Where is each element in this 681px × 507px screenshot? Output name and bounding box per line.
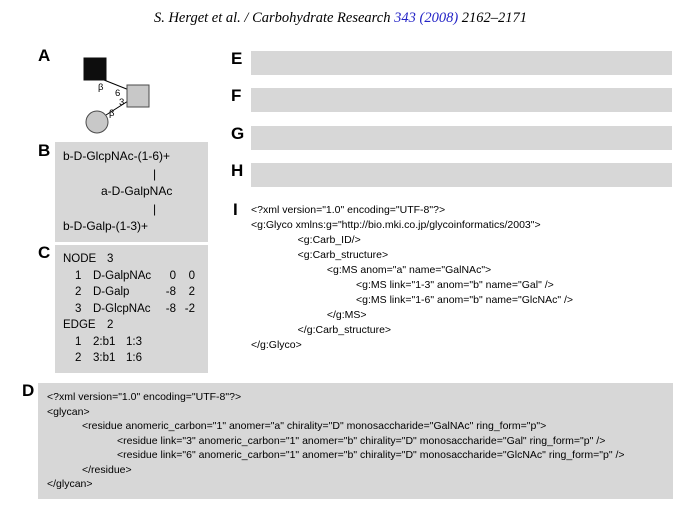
- bottom-anomer-label: β: [109, 108, 115, 119]
- edge-from: 2:b1: [93, 335, 116, 348]
- citation-prefix: S. Herget et al. / Carbohydrate Research: [153, 10, 391, 26]
- node-x: 0: [169, 269, 176, 282]
- kcf-edge-row: 2 3:b1 1:6: [63, 350, 200, 367]
- edge-to: 1:3: [126, 335, 142, 348]
- kcf-node-row: 3 D-GlcpNAc -8 -2: [63, 301, 200, 318]
- edge-index: 2: [75, 352, 82, 364]
- kcf-node-row: 2 D-Galp -8 2: [63, 284, 200, 301]
- galnac-square-icon: [126, 84, 150, 108]
- glycoml-xml-code: <?xml version="1.0" encoding="UTF-8"?> <…: [251, 204, 574, 351]
- panel-a-label: A: [38, 46, 51, 65]
- glycan-symbol-diagram: β 6 β 3: [83, 57, 150, 134]
- linucs-tree-line: b-D-Galp-(1-3)+: [63, 219, 149, 233]
- panel-e-box: Ab3(GNb6)ANa: [251, 51, 672, 75]
- node-index: 1: [75, 269, 82, 282]
- panel-h-label: H: [231, 161, 244, 180]
- panel-f-label: F: [231, 86, 242, 105]
- kcf-node-header: NODE 3: [63, 251, 200, 268]
- node-y: -2: [184, 302, 195, 315]
- node-index: 2: [75, 286, 82, 298]
- node-y: 0: [188, 269, 195, 282]
- edge-to: 1:6: [126, 352, 142, 364]
- node-x: -8: [165, 302, 176, 315]
- edge-index: 1: [75, 335, 82, 348]
- panel-d-label: D: [22, 381, 35, 400]
- node-residue: D-Galp: [93, 286, 130, 298]
- citation-pages: 2162–2171: [461, 10, 528, 26]
- kcf-edge-count: 2: [107, 319, 114, 331]
- panel-b-box: b-D-GlcpNAc-(1-6)+ | a-D-GalpNAc | b-D-G…: [55, 142, 208, 242]
- bottom-linkage-label: 3: [119, 97, 124, 108]
- kcf-node-keyword: NODE: [63, 253, 97, 265]
- panel-e-label: E: [231, 49, 243, 68]
- panel-f-box: [ ][a-D-GalpNAc]{[(3+1)][b-D-Galp]{}[(6+…: [251, 88, 672, 112]
- kcf-edge-keyword: EDGE: [63, 319, 96, 331]
- node-y: 2: [188, 286, 195, 298]
- node-index: 3: [75, 302, 82, 315]
- top-linkage-label: 6: [115, 88, 120, 99]
- linkage-6-edge-line: [103, 79, 130, 91]
- linucs-tree-connector: |: [153, 166, 157, 181]
- panel-g-box: Ac(1-2)bDGlcN(1-6)[bDGalp(1-3),Ac(1-2)]a…: [251, 126, 672, 150]
- glyde-xml-code: <?xml version="1.0" encoding="UTF-8"?> <…: [47, 391, 625, 490]
- linucs-tree-line: a-D-GalpNAc: [101, 184, 173, 198]
- panel-g-label: G: [231, 124, 245, 143]
- linucs-tree-connector: |: [153, 201, 157, 216]
- linkage-3-edge-line: [105, 100, 129, 116]
- panel-c-box: NODE 3 1 D-GalpNAc 0 0 2 D-Galp -8 2 3 D…: [55, 245, 208, 373]
- panel-i-label: I: [233, 200, 238, 219]
- node-residue: D-GalpNAc: [93, 269, 152, 282]
- running-head: S. Herget et al. / Carbohydrate Research…: [0, 10, 681, 27]
- edge-from: 3:b1: [93, 352, 116, 364]
- linucs-tree-line: b-D-GlcpNAc-(1-6)+: [63, 149, 171, 163]
- gal-circle-icon: [85, 110, 109, 134]
- panel-c-label: C: [38, 243, 51, 262]
- top-anomer-label: β: [98, 82, 104, 93]
- panel-b-label: B: [38, 141, 51, 160]
- kcf-node-count: 3: [107, 253, 114, 265]
- panel-d-box: <?xml version="1.0" encoding="UTF-8"?> <…: [38, 383, 673, 499]
- node-x: -8: [165, 286, 176, 298]
- citation-volume-link[interactable]: 343 (2008): [394, 10, 459, 26]
- glcnac-filled-square-icon: [83, 57, 107, 81]
- kcf-edge-header: EDGE 2: [63, 317, 200, 334]
- node-residue: D-GlcpNAc: [93, 302, 151, 315]
- kcf-edge-row: 1 2:b1 1:3: [63, 334, 200, 351]
- panel-h-box: GlcNAc(β1-6)[Gal(β1-3)]GalNAc(α1-: [251, 163, 672, 187]
- kcf-node-row: 1 D-GalpNAc 0 0: [63, 268, 200, 285]
